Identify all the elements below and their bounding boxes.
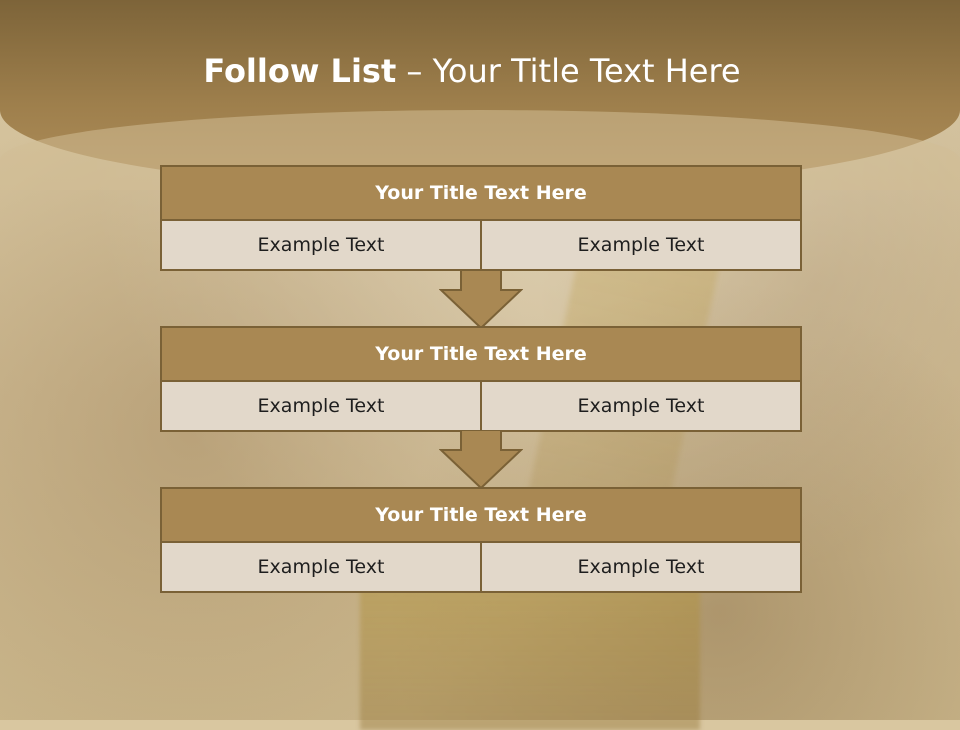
block-title: Your Title Text Here xyxy=(160,487,802,543)
block-cell-right: Example Text xyxy=(482,382,802,432)
block-cell-right: Example Text xyxy=(482,221,802,271)
list-block-3: Your Title Text Here Example Text Exampl… xyxy=(160,487,802,593)
list-block-1: Your Title Text Here Example Text Exampl… xyxy=(160,165,802,271)
block-cell-right: Example Text xyxy=(482,543,802,593)
block-cell-left: Example Text xyxy=(160,543,482,593)
down-arrow-icon xyxy=(439,430,523,490)
slide-title: Follow List – Your Title Text Here xyxy=(0,52,944,90)
block-row: Example Text Example Text xyxy=(160,543,802,593)
block-title: Your Title Text Here xyxy=(160,326,802,382)
block-row: Example Text Example Text xyxy=(160,221,802,271)
down-arrow-icon xyxy=(439,270,523,330)
block-cell-left: Example Text xyxy=(160,221,482,271)
title-bold-part: Follow List xyxy=(203,52,397,90)
block-cell-left: Example Text xyxy=(160,382,482,432)
title-rest: Your Title Text Here xyxy=(432,52,741,90)
block-row: Example Text Example Text xyxy=(160,382,802,432)
list-block-2: Your Title Text Here Example Text Exampl… xyxy=(160,326,802,432)
block-title: Your Title Text Here xyxy=(160,165,802,221)
title-separator: – xyxy=(396,52,433,90)
